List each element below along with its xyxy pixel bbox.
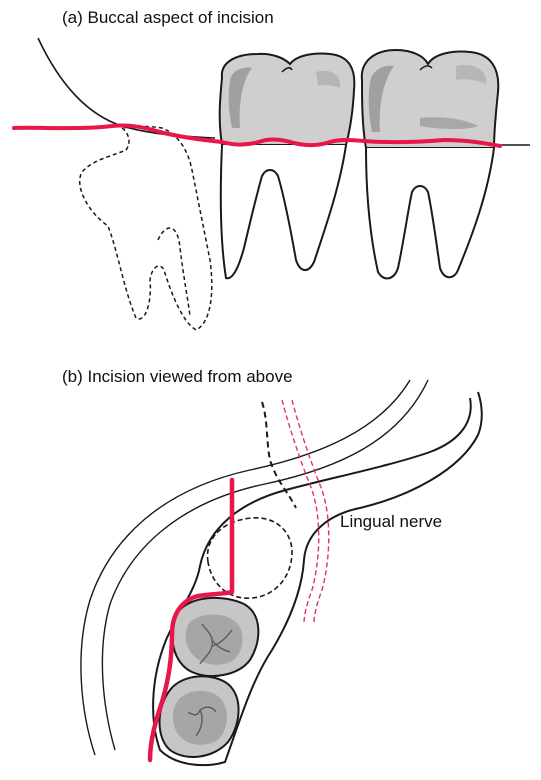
mucosa-outline [38, 38, 215, 138]
panel-b: (b) Incision viewed from above Lingual n… [62, 367, 482, 765]
panel-a-caption: (a) Buccal aspect of incision [62, 8, 274, 27]
first-molar-occlusal [160, 676, 239, 757]
impacted-molar-outline [80, 127, 212, 331]
second-molar-occlusal [172, 598, 258, 676]
panel-a: (a) Buccal aspect of incision [14, 8, 530, 330]
buccal-contour-inner [102, 380, 428, 750]
impacted-molar-furcation [158, 228, 190, 316]
second-molar [220, 53, 355, 278]
first-molar-roots [366, 148, 494, 278]
first-molar-crown [362, 50, 498, 148]
lingual-nerve-label: Lingual nerve [340, 512, 442, 531]
first-molar-occlusal-shade [173, 691, 227, 745]
lingual-nerve-line-1 [282, 400, 319, 624]
second-molar-roots [221, 145, 346, 278]
impacted-molar-occlusal-outline [208, 518, 292, 598]
panel-b-caption: (b) Incision viewed from above [62, 367, 293, 386]
first-molar [362, 50, 498, 278]
buccal-contour-outer [81, 380, 410, 755]
lingual-nerve-line-2 [292, 400, 329, 624]
